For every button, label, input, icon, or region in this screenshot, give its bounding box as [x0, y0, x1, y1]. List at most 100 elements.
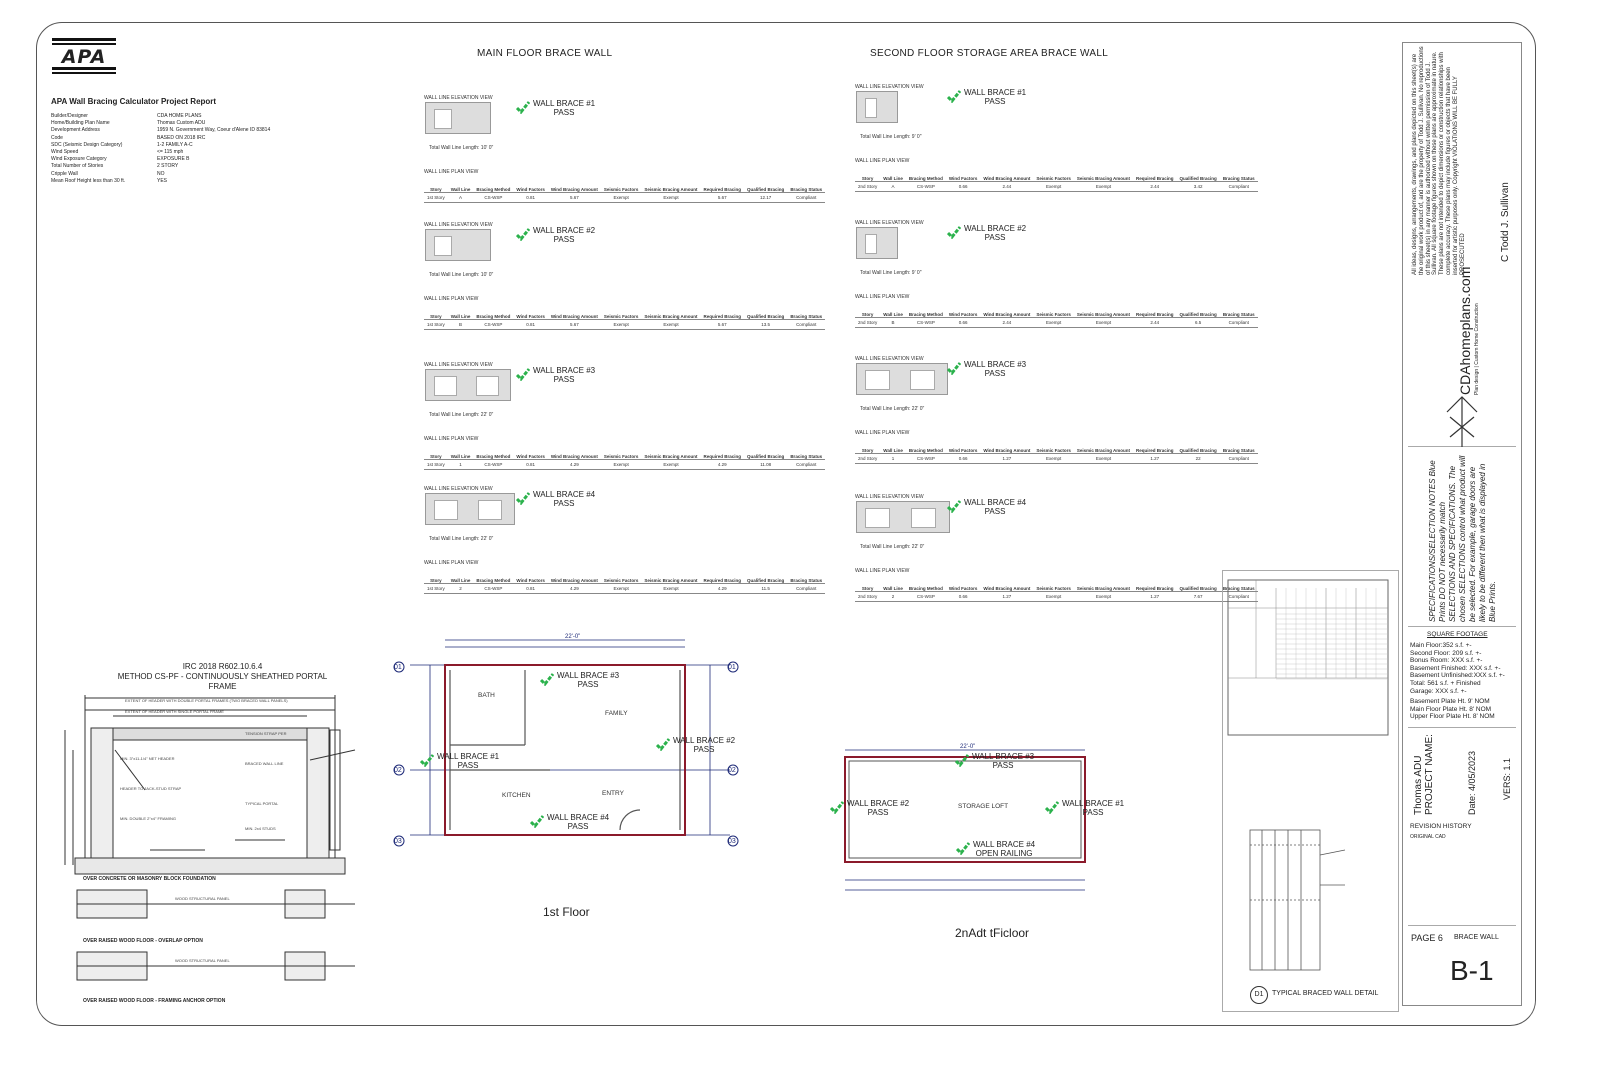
- portal-foot3: OVER RAISED WOOD FLOOR - FRAMING ANCHOR …: [83, 998, 226, 1004]
- portal-foot1: OVER CONCRETE OR MASONRY BLOCK FOUNDATIO…: [83, 876, 216, 882]
- svg-text:MIN. DOUBLE 2"x4" FRAMING: MIN. DOUBLE 2"x4" FRAMING: [120, 816, 176, 821]
- table-header: Wind Bracing Amount: [980, 176, 1034, 182]
- badge-status: PASS: [457, 760, 479, 770]
- revision-entry: ORIGINAL CAD: [1410, 834, 1446, 840]
- revision-history: REVISION HISTORY: [1410, 823, 1472, 830]
- table-cell: 1.27: [1133, 453, 1177, 464]
- table-cell: 2: [880, 591, 906, 602]
- plan-label: WALL LINE PLAN VIEW: [855, 568, 910, 574]
- badge-label: WALL BRACE #3: [557, 671, 620, 680]
- table-cell: 5.67: [547, 319, 601, 330]
- check-icon: [540, 673, 554, 686]
- table-header: Seismic Factors: [600, 578, 642, 584]
- table-header: Seismic Bracing Amount: [641, 314, 701, 320]
- table-header: Bracing Status: [787, 314, 826, 320]
- svg-text:WOOD STRUCTURAL PANEL: WOOD STRUCTURAL PANEL: [175, 896, 230, 901]
- room-bath: BATH: [478, 692, 495, 699]
- table-cell: CS-WSP: [473, 192, 514, 203]
- table-header: Wind Factors: [945, 448, 981, 454]
- table-header: Story: [855, 312, 881, 318]
- svg-text:MIN. 2x4 STUDS: MIN. 2x4 STUDS: [245, 826, 276, 831]
- badge-label: WALL BRACE #3: [972, 752, 1035, 761]
- table-cell: 1.27: [980, 591, 1034, 602]
- version: VERS: 1.1: [1502, 757, 1512, 800]
- portal-foot2: OVER RAISED WOOD FLOOR - OVERLAP OPTION: [83, 938, 203, 944]
- table-cell: 0.81: [513, 583, 548, 594]
- sqft-list: Main Floor:352 s.f. +-Second Floor: 209 …: [1410, 642, 1505, 695]
- check-icon: [955, 754, 969, 767]
- table-cell: Exempt: [1073, 181, 1134, 192]
- table-header: Qualified Bracing: [744, 454, 788, 460]
- plan2-dim-top: 22'-0": [960, 744, 975, 750]
- table-cell: 11.08: [744, 459, 788, 470]
- table-cell: Compliant: [1219, 317, 1258, 328]
- table-cell: 22: [1176, 453, 1220, 464]
- table-cell: Compliant: [787, 192, 826, 203]
- info-value: NO: [157, 170, 165, 177]
- check-icon: [956, 842, 970, 855]
- page-number: PAGE 6: [1411, 933, 1443, 943]
- table-cell: 1: [447, 459, 474, 470]
- wall-length: Total Wall Line Length: 22' 0": [429, 412, 494, 418]
- table-cell: CS-WSP: [473, 319, 514, 330]
- table-header: Bracing Status: [787, 578, 826, 584]
- table-header: Wall Line: [880, 312, 906, 318]
- plate-height-item: Basement Plate Ht. 9' NOM: [1410, 698, 1490, 705]
- info-row: SDC (Seismic Design Category)1-2 FAMILY …: [51, 142, 311, 149]
- svg-text:TENSION STRAP PER: TENSION STRAP PER: [245, 731, 287, 736]
- info-key: Home/Building Plan Name: [51, 120, 110, 127]
- badge-status: PASS: [553, 374, 575, 384]
- table-header: Bracing Status: [1219, 176, 1258, 182]
- table-cell: 2.44: [1133, 317, 1177, 328]
- info-value: EXPOSURE B: [157, 156, 190, 163]
- tb-divider: [1408, 925, 1516, 926]
- table-header: Wall Line: [880, 448, 906, 454]
- table-header: Wind Bracing Amount: [980, 586, 1034, 592]
- grid-tag: 02: [728, 767, 736, 774]
- plan-label: WALL LINE PLAN VIEW: [424, 436, 479, 442]
- table-header: Wind Bracing Amount: [547, 187, 601, 193]
- table-cell: 4.29: [547, 583, 601, 594]
- window-opening: [865, 98, 877, 118]
- elev-label: WALL LINE ELEVATION VIEW: [424, 486, 493, 492]
- table-header: Qualified Bracing: [1176, 176, 1220, 182]
- table-header: Wind Bracing Amount: [547, 454, 601, 460]
- table-cell: 2nd Story: [855, 591, 881, 602]
- badge-label: WALL BRACE #2: [533, 226, 596, 235]
- sqft-item: Bonus Room: XXX s.f. +-: [1410, 657, 1483, 665]
- table-cell: A: [447, 192, 474, 203]
- badge-status: PASS: [992, 760, 1014, 770]
- table-cell: Exempt: [600, 319, 642, 330]
- sqft-item: Basement Unfinished:XXX s.f. +-: [1410, 672, 1505, 680]
- grid-tag: 02: [394, 767, 402, 774]
- badge-status: PASS: [553, 234, 575, 244]
- table-cell: 1st Story: [424, 319, 448, 330]
- check-icon: [947, 226, 961, 239]
- reference-panel: [1222, 570, 1399, 1012]
- table-cell: 0.66: [945, 181, 981, 192]
- plan-label: WALL LINE PLAN VIEW: [855, 158, 910, 164]
- firm-tagline: Plan design | Custom Home Construction: [1474, 303, 1480, 395]
- table-header: Required Bracing: [1133, 176, 1177, 182]
- svg-text:BRACED WALL LINE: BRACED WALL LINE: [245, 761, 284, 766]
- table-header: Seismic Factors: [1033, 312, 1074, 318]
- svg-text:MIN. 3"x11-1/4" NET HEADER: MIN. 3"x11-1/4" NET HEADER: [120, 756, 175, 761]
- table-cell: 0.66: [945, 317, 981, 328]
- info-key: Mean Roof Height less than 30 ft.: [51, 177, 126, 184]
- table-cell: 11.5: [744, 583, 788, 594]
- info-key: Development Address: [51, 127, 100, 134]
